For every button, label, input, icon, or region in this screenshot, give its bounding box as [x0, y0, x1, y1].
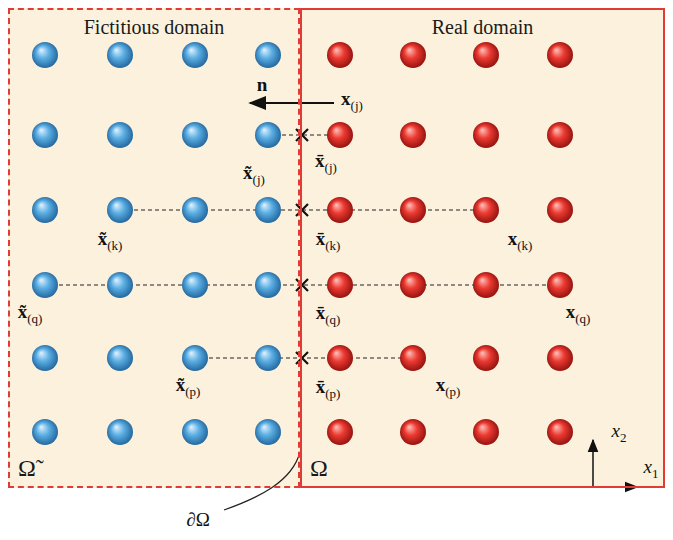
particle — [473, 197, 499, 223]
normal-arrow — [250, 102, 334, 104]
point-label: x(k) — [508, 229, 533, 252]
particle — [327, 197, 353, 223]
point-label: x̃(k) — [98, 229, 123, 252]
particle — [255, 42, 281, 68]
particle — [107, 42, 133, 68]
particle — [32, 197, 58, 223]
particle — [255, 122, 281, 148]
particle — [400, 42, 426, 68]
particle — [547, 42, 573, 68]
particle — [32, 122, 58, 148]
particle — [327, 272, 353, 298]
particle — [400, 419, 426, 445]
particle — [32, 345, 58, 371]
particle — [473, 272, 499, 298]
particle — [473, 42, 499, 68]
particle — [107, 272, 133, 298]
particle — [327, 419, 353, 445]
axis-label: x1 — [644, 457, 659, 480]
particle — [182, 419, 208, 445]
particle — [473, 122, 499, 148]
boundary-points — [296, 129, 308, 364]
particle — [400, 345, 426, 371]
particle — [182, 197, 208, 223]
point-label: x(q) — [566, 302, 591, 325]
boundary-label: ∂Ω — [186, 510, 210, 529]
particle — [547, 419, 573, 445]
particle — [107, 419, 133, 445]
region-title: Fictitious domain — [10, 16, 298, 39]
point-label: x̃(q) — [18, 302, 43, 325]
particle — [107, 122, 133, 148]
particles — [32, 42, 573, 445]
domain-region: Fictitious domainΩ̃ — [8, 8, 300, 488]
axis-x2 — [592, 440, 594, 487]
particle — [255, 197, 281, 223]
point-label: x(j) — [341, 89, 363, 112]
particle — [32, 42, 58, 68]
particle — [255, 345, 281, 371]
particle — [107, 345, 133, 371]
particle — [400, 197, 426, 223]
normal-label: n — [257, 75, 268, 94]
particle — [547, 122, 573, 148]
particle — [547, 272, 573, 298]
point-label: x̄(j) — [315, 151, 337, 174]
particle — [182, 345, 208, 371]
particle — [255, 419, 281, 445]
particle — [182, 122, 208, 148]
particle — [327, 122, 353, 148]
particle — [182, 272, 208, 298]
particle — [255, 272, 281, 298]
particle — [547, 345, 573, 371]
particle — [547, 197, 573, 223]
region-symbol: Ω — [310, 455, 328, 482]
point-label: x̄(k) — [316, 229, 341, 252]
particle — [32, 419, 58, 445]
particle — [327, 42, 353, 68]
particle — [400, 122, 426, 148]
point-label: x(p) — [436, 375, 461, 398]
point-label: x̃(j) — [243, 163, 265, 186]
particle — [107, 197, 133, 223]
particle — [327, 345, 353, 371]
domain-ground — [8, 8, 665, 488]
domain-region: Real domainΩ — [300, 8, 665, 488]
point-label: x̄(q) — [316, 303, 341, 326]
region-title: Real domain — [302, 16, 663, 39]
particle — [473, 345, 499, 371]
axis-label: x2 — [612, 421, 627, 444]
point-label: x̄(p) — [316, 377, 341, 400]
region-symbol: Ω̃ — [18, 455, 36, 482]
particle — [400, 272, 426, 298]
particle — [473, 419, 499, 445]
particle — [182, 42, 208, 68]
leader-line — [224, 452, 300, 510]
point-label: x̃(p) — [176, 375, 201, 398]
mirror-lines — [45, 135, 560, 358]
particle — [32, 272, 58, 298]
